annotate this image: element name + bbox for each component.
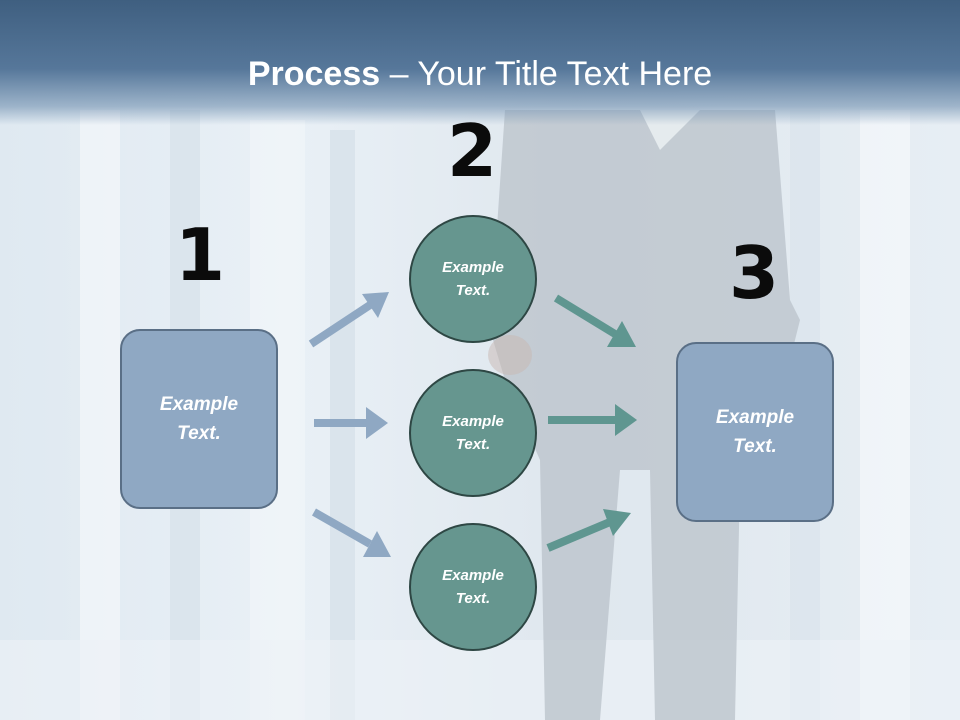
circle-middle-line1: Example [442, 413, 504, 430]
circle-bottom-line2: Text. [455, 590, 491, 607]
slide-title: Process – Your Title Text Here [0, 52, 960, 96]
arrow-left-down [312, 508, 391, 557]
left-box-line2: Text. [177, 423, 221, 444]
circle-top-line2: Text. [455, 282, 491, 299]
header-bar [0, 0, 960, 125]
circle-top-line1: Example [442, 259, 504, 276]
right-box-line2: Text. [733, 436, 777, 457]
arrow-left-straight [314, 407, 388, 439]
circle-middle-line2: Text. [455, 436, 491, 453]
arrow-left-up [308, 292, 389, 348]
title-rest: – Your Title Text Here [380, 55, 713, 93]
step-number-2: 2 [446, 109, 498, 193]
right-box-line1: Example [715, 407, 795, 428]
arrow-right-up [546, 509, 631, 552]
arrow-right-down [553, 294, 636, 347]
circle-bottom-line1: Example [442, 567, 504, 584]
left-box-line1: Example [159, 394, 239, 415]
title-bold: Process [247, 55, 381, 93]
step-number-3: 3 [728, 231, 780, 315]
step-number-1: 1 [174, 213, 226, 297]
arrow-right-straight [548, 404, 637, 436]
